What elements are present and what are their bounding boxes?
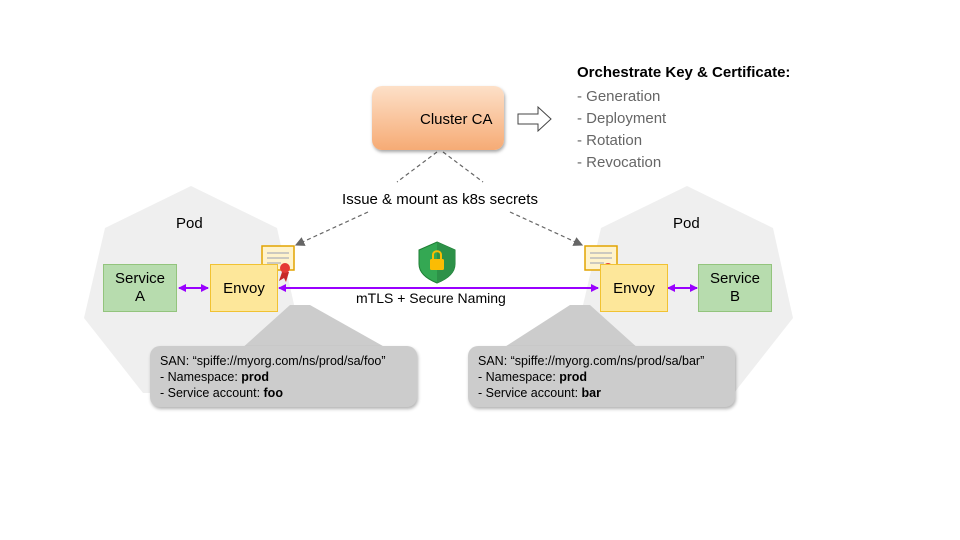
callout-left-namespace: - Namespace: prod: [160, 370, 270, 384]
callout-right-pointer: [500, 305, 640, 350]
issue-arrow-right: [509, 211, 584, 246]
callout-left-account: - Service account: foo: [160, 386, 283, 400]
issue-arrow-left: [294, 211, 369, 246]
callout-right-san: SAN: “spiffe://myorg.com/ns/prod/sa/bar”: [478, 354, 705, 368]
service-b-line2: B: [729, 288, 740, 305]
service-b-line1: Service: [709, 270, 761, 287]
shield-lock-icon: [418, 241, 456, 284]
callout-right: SAN: “spiffe://myorg.com/ns/prod/sa/bar”…: [468, 346, 735, 407]
pod-right-label: Pod: [673, 215, 700, 232]
callout-right-account: - Service account: bar: [478, 386, 601, 400]
orchestrate-item-deployment: - Deployment: [577, 110, 667, 127]
issue-line-right-top: [442, 151, 484, 183]
cluster-ca-label: Cluster CA: [420, 111, 493, 128]
envoy-right-label: Envoy: [613, 279, 655, 297]
certificate-icon-left: [261, 245, 295, 282]
orchestrate-item-revocation: - Revocation: [577, 154, 662, 171]
mtls-label: mTLS + Secure Naming: [356, 290, 506, 306]
orchestrate-title: Orchestrate Key & Certificate:: [577, 64, 791, 81]
envoy-right-box: Envoy: [600, 264, 668, 312]
callout-left-san: SAN: “spiffe://myorg.com/ns/prod/sa/foo”: [160, 354, 386, 368]
cluster-ca-box: [372, 86, 504, 150]
service-a-line2: A: [134, 288, 145, 305]
envoy-left-label: Envoy: [223, 279, 265, 297]
orchestrate-list: - Generation - Deployment - Rotation - R…: [577, 86, 666, 174]
orchestrate-arrow: [517, 105, 552, 133]
callout-left: SAN: “spiffe://myorg.com/ns/prod/sa/foo”…: [150, 346, 417, 407]
issue-label: Issue & mount as k8s secrets: [342, 191, 538, 208]
service-b-box: Service B: [698, 264, 772, 312]
callout-right-namespace: - Namespace: prod: [478, 370, 588, 384]
pod-left-label: Pod: [176, 215, 203, 232]
orchestrate-item-generation: - Generation: [577, 88, 661, 105]
envoy-left-box: Envoy: [210, 264, 278, 312]
service-a-box: Service A: [103, 264, 177, 312]
orchestrate-item-rotation: - Rotation: [577, 132, 643, 149]
issue-line-left-top: [396, 151, 438, 183]
callout-left-pointer: [240, 305, 390, 350]
service-a-line1: Service: [114, 270, 166, 287]
